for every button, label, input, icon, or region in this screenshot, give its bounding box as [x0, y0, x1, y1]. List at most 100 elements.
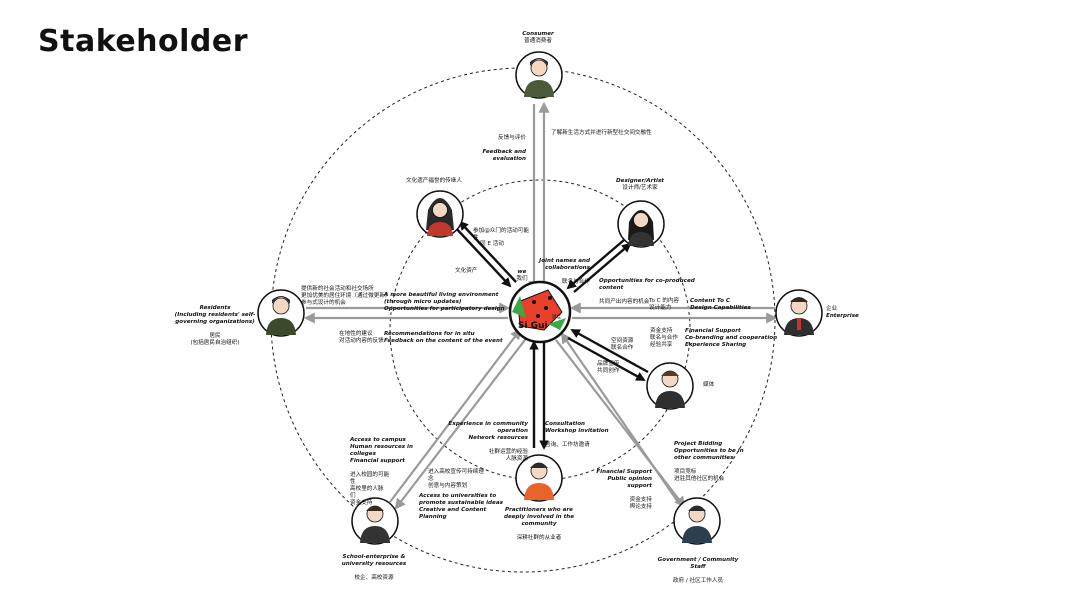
residents-zh: 居民 (包括居民自治组织): [190, 333, 240, 346]
heritage-zh: 文化遗产福誉的传继人: [406, 178, 462, 184]
avatar-enterprise: [775, 289, 823, 337]
flow-school-univ-zh: 进入高校宣传可持续理 念 创意与内容策划: [428, 462, 484, 497]
arrow-heritage-out: [458, 220, 517, 283]
flow-media-brand: 品牌宣传 共同创作: [597, 354, 619, 382]
flow-residents-env: A more beautiful living environment (thr…: [384, 285, 505, 320]
practitioners-exp-en: Experience in community operation Networ…: [448, 421, 528, 441]
gov-bid-en: Project Bidding Opportunities to be in o…: [674, 441, 744, 461]
school-access-zh: 进入校园的可能 性 高校里的人脉 们 资金支持: [350, 472, 390, 506]
school-zh: 校企、高校资源: [354, 575, 394, 581]
avatar-school: [351, 497, 399, 545]
label-enterprise: 企业 Enterprise: [826, 306, 859, 320]
we-en: we: [517, 269, 527, 275]
label-residents: Residents (Including residents' self- go…: [170, 298, 260, 354]
flow-gov-fin: Financial Support Public opinion support…: [590, 462, 652, 518]
flow-residents-reco: Recommendations for in situ Feedback on …: [384, 324, 503, 352]
flow-enterprise-fin-zh: 资金支持 联名与合作 经验共享: [650, 321, 678, 356]
consumer-en: Consumer: [522, 31, 554, 37]
flow-residents-bottom: 在地性的建议 对活动内容的反馈: [339, 324, 384, 352]
gov-fin-en: Financial Support Public opinion support: [596, 469, 652, 489]
avatar-practitioner: [515, 454, 563, 502]
practitioners-zh: 深耕社群的从业者: [516, 535, 562, 541]
enterprise-content-en: Content To C Design Capabilities: [690, 298, 751, 311]
consumer-feedback-zh: 反馈与评价: [498, 135, 526, 141]
flow-designer-opp: Opportunities for co-produced content 共同…: [599, 271, 695, 313]
enterprise-toc-zh: To C 的内容 设计能力: [649, 298, 680, 311]
heritage-out-zh: 同 E 活动: [480, 241, 504, 247]
flow-enterprise-content: Content To C Design Capabilities: [690, 291, 751, 319]
flow-gov-bid: Project Bidding Opportunities to be in o…: [674, 434, 744, 490]
flow-heritage-out: 同 E 活动: [480, 241, 504, 248]
school-en: School-enterprise & university resources: [341, 554, 407, 567]
designer-en: Designer/Artist: [616, 178, 664, 184]
label-government: Government / Community Staff 政府 / 社区工作人员: [656, 550, 740, 592]
we-zh: 我们: [516, 276, 528, 282]
flow-practitioners-consult: Consultation Workshop invitation 咨询、工作坊邀…: [545, 414, 609, 456]
flow-enterprise-fin: Financial Support Co-branding and cooper…: [685, 321, 777, 356]
consumer-learn-zh: 了解新生活方式并进行新型社交间交融性: [551, 130, 652, 136]
label-consumer: Consumer 普通消费者: [513, 31, 563, 45]
designer-zh: 设计师/艺术家: [622, 185, 658, 191]
arrow-heritage-in: [453, 225, 512, 288]
flow-residents-top: 提供新的社会活动和社交场所 更加优美的居住环境（通过微更新） 参与式设计的机会: [301, 279, 391, 314]
avatar-residents: [257, 289, 305, 337]
heritage-in-zh: 参加@众门的活动可能 性: [473, 228, 529, 241]
consumer-feedback-en: Feedback and evaluation: [482, 149, 526, 162]
flow-school-univ: Access to universities to promote sustai…: [419, 486, 503, 528]
media-space-zh: 空间资源 联名合作: [611, 338, 634, 351]
residents-reco-en: Recommendations for in situ Feedback on …: [384, 331, 503, 344]
consumer-zh: 普通消费者: [524, 38, 552, 44]
residents-bottom-zh: 在地性的建议 对活动内容的反馈: [339, 331, 384, 344]
avatar-media: [646, 362, 694, 410]
flow-designer-joint: Joint names and collaborations 联名与合作: [528, 251, 590, 293]
flow-consumer-learn: 了解新生活方式并进行新型社交间交融性: [551, 130, 652, 137]
designer-opp-zh: 共同产出内容的机会: [599, 299, 650, 305]
enterprise-zh: 企业: [826, 306, 838, 312]
flow-consumer-feedback: 反馈与评价 Feedback and evaluation: [470, 128, 526, 170]
gov-fin-zh: 资金支持 舆论支持: [629, 497, 652, 510]
practitioners-exp-zh: 社群运营的经验 人脉资源: [488, 449, 528, 462]
label-practitioners: Practitioners who are deeply involved in…: [498, 500, 580, 549]
avatar-government: [673, 497, 721, 545]
designer-joint-zh: 联名与合作: [562, 279, 590, 285]
designer-joint-en: Joint names and collaborations: [539, 258, 590, 271]
government-zh: 政府 / 社区工作人员: [672, 578, 724, 584]
residents-en: Residents (Including residents' self- go…: [174, 305, 256, 325]
label-designer: Designer/Artist 设计师/艺术家: [610, 178, 670, 192]
center-brand-small: 思桂: [552, 315, 561, 320]
avatar-consumer: [515, 51, 563, 99]
practitioners-en: Practitioners who are deeply involved in…: [503, 507, 575, 527]
government-en: Government / Community Staff: [657, 557, 739, 570]
arrow-designer-in: [566, 239, 625, 290]
label-school: School-enterprise & university resources…: [334, 547, 414, 589]
flow-media-space: 空间资源 联名合作: [611, 331, 633, 359]
flow-enterprise-toc: To C 的内容 设计能力: [649, 291, 679, 319]
center-logo: [508, 280, 572, 344]
flow-practitioners-exp: Experience in community operation Networ…: [440, 414, 528, 470]
arrow-media-in: [570, 328, 649, 374]
media-zh: 媒体: [703, 382, 715, 388]
culture-zh: 文化资产: [455, 268, 478, 274]
arrow-school-up: [389, 328, 522, 503]
media-brand-zh: 品牌宣传 共同创作: [597, 361, 620, 374]
avatar-heritage: [416, 190, 464, 238]
avatar-designer: [617, 200, 665, 248]
label-media: 媒体: [703, 382, 714, 389]
residents-env-en: A more beautiful living environment (thr…: [384, 292, 505, 312]
school-access-en: Access to campus Human resources in coll…: [350, 437, 413, 464]
page-title: Stakeholder: [38, 24, 249, 59]
enterprise-fin-zh: 资金支持 联名与合作 经验共享: [650, 328, 678, 348]
flow-culture: 文化资产: [455, 268, 477, 275]
practitioners-consult-zh: 咨询、工作坊邀请: [545, 442, 590, 448]
flow-heritage-in: 参加@众门的活动可能 性: [473, 221, 529, 249]
residents-top-zh: 提供新的社会活动和社交场所 更加优美的居住环境（通过微更新） 参与式设计的机会: [301, 286, 391, 306]
label-heritage: 文化遗产福誉的传继人: [406, 178, 462, 185]
arrow-media-out: [567, 336, 646, 382]
gov-bid-zh: 项目竞标 进驻其他社区的机会: [674, 469, 725, 482]
school-univ-zh: 进入高校宣传可持续理 念 创意与内容策划: [428, 469, 484, 489]
practitioners-consult-en: Consultation Workshop invitation: [545, 421, 609, 434]
arrow-school-down: [394, 335, 529, 510]
center-brand: Si Gui: [518, 321, 548, 331]
